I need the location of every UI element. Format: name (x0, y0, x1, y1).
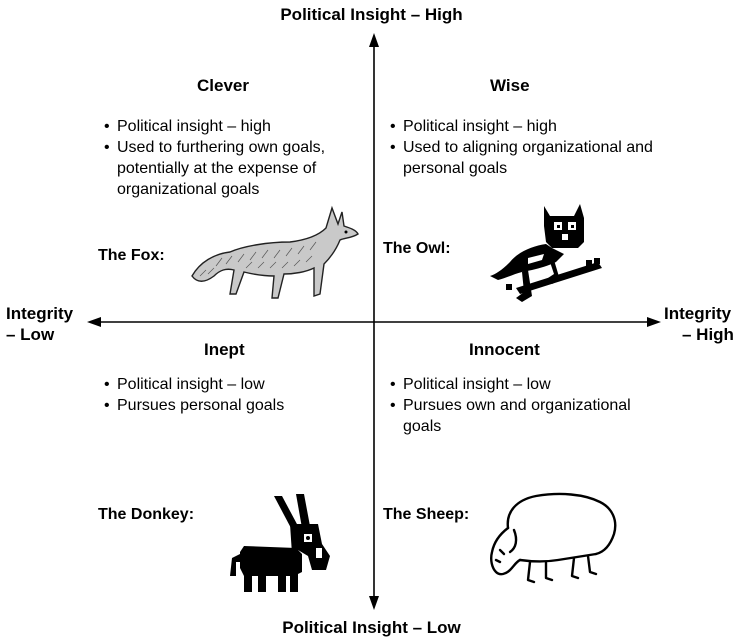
axis-label-left-line2: – Low (6, 325, 55, 344)
quadrant-title-clever: Clever (197, 76, 249, 95)
arrow-left-icon (87, 317, 101, 327)
axis-label-top: Political Insight – High (280, 5, 463, 24)
arrow-right-icon (647, 317, 661, 327)
axis-label-left-line1: Integrity (6, 304, 74, 323)
axis-label-right-line2: – High (682, 325, 734, 344)
owl-icon (490, 204, 602, 302)
animal-label-sheep: The Sheep: (383, 506, 470, 523)
fox-icon (191, 205, 359, 299)
bullet-item: Political insight – high (104, 116, 366, 137)
axis-label-right-line1: Integrity (664, 304, 732, 323)
arrow-up-icon (369, 33, 379, 47)
quadrant-title-innocent: Innocent (469, 340, 540, 359)
bullet-item: Political insight – low (104, 374, 366, 395)
axis-label-right: Integrity – High (664, 303, 734, 345)
donkey-icon (230, 494, 330, 592)
animal-label-fox: The Fox: (98, 247, 165, 264)
bullet-list-inept: Political insight – low Pursues personal… (104, 374, 366, 416)
arrow-down-icon (369, 596, 379, 610)
bullet-item: Pursues personal goals (104, 395, 366, 416)
sheep-icon (490, 492, 617, 584)
quadrant-title-wise: Wise (490, 76, 530, 95)
bullet-list-clever: Political insight – high Used to further… (104, 116, 366, 200)
axis-label-bottom: Political Insight – Low (282, 618, 461, 637)
bullet-list-innocent: Political insight – low Pursues own and … (390, 374, 660, 437)
quadrant-title-inept: Inept (204, 340, 245, 359)
animal-label-owl: The Owl: (383, 240, 451, 257)
bullet-item: Political insight – low (390, 374, 660, 395)
bullet-item: Used to aligning organizational and pers… (390, 137, 660, 179)
axis-label-left: Integrity – Low (6, 303, 73, 345)
animal-label-donkey: The Donkey: (98, 506, 195, 523)
bullet-item: Used to furthering own goals, potentiall… (104, 137, 366, 200)
bullet-list-wise: Political insight – high Used to alignin… (390, 116, 660, 179)
bullet-item: Pursues own and organizational goals (390, 395, 660, 437)
bullet-item: Political insight – high (390, 116, 660, 137)
